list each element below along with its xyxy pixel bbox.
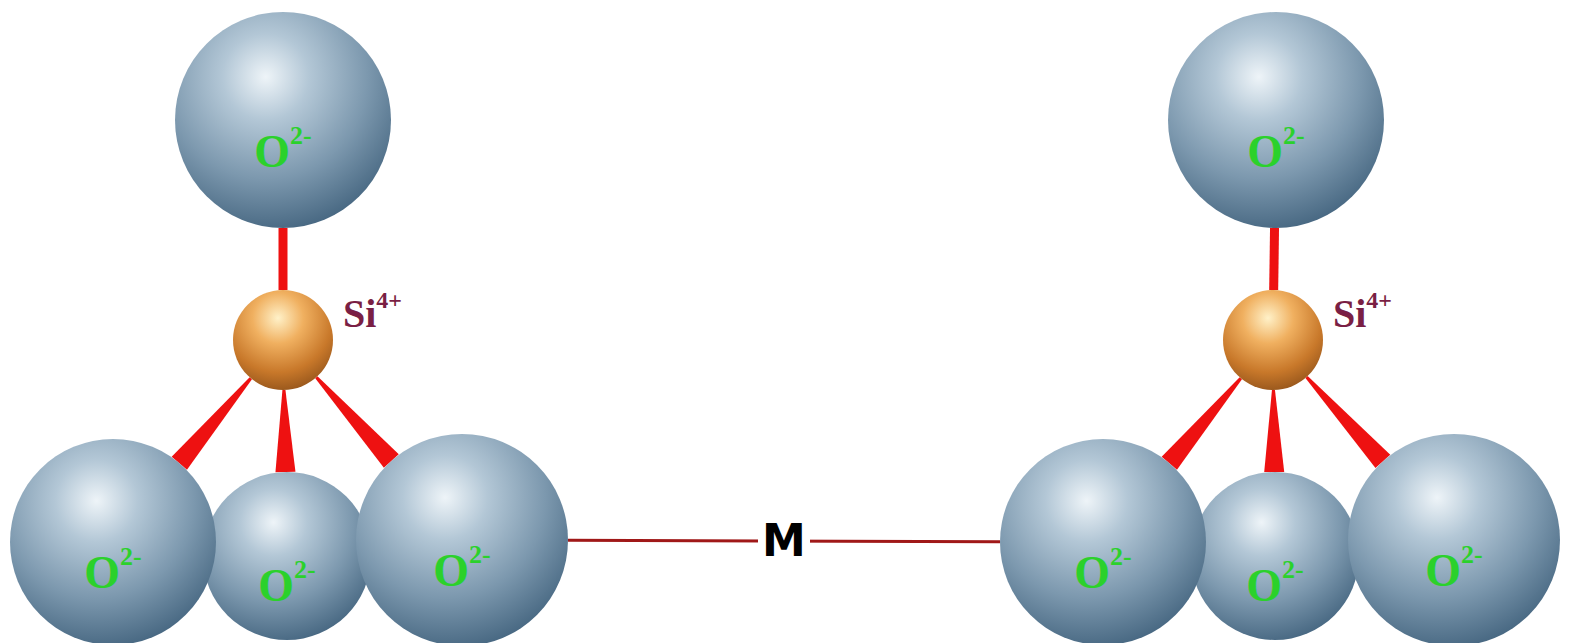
- oxygen-sphere: O2-: [1000, 439, 1206, 643]
- oxygen-sphere: O2-: [1168, 12, 1384, 228]
- element-symbol: O: [1425, 548, 1461, 594]
- ion-label: O2-: [1246, 563, 1303, 609]
- ion-label: O2-: [84, 550, 141, 596]
- silicon-sphere: Si4+: [233, 290, 333, 390]
- element-symbol: O: [433, 548, 469, 594]
- element-symbol: O: [258, 563, 294, 609]
- silicon-sphere: Si4+: [1223, 290, 1323, 390]
- bond-wedge: [1162, 377, 1242, 469]
- element-symbol: Si: [1333, 294, 1366, 334]
- bond-line: [279, 228, 288, 290]
- element-symbol: O: [1246, 563, 1282, 609]
- oxygen-sphere: O2-: [1348, 434, 1560, 643]
- ion-label: O2-: [254, 129, 311, 175]
- ion-charge: 2-: [294, 557, 316, 583]
- element-symbol: O: [254, 129, 290, 175]
- bond-line: [1269, 228, 1279, 290]
- ion-charge: 2-: [1283, 123, 1305, 149]
- bond-wedge: [1305, 376, 1390, 468]
- oxygen-sphere: O2-: [1191, 472, 1359, 640]
- oxygen-sphere: O2-: [175, 12, 391, 228]
- bond-wedge: [1264, 390, 1284, 472]
- element-symbol: O: [84, 550, 120, 596]
- ion-label: Si4+: [1333, 294, 1392, 334]
- element-symbol: O: [1074, 550, 1110, 596]
- ion-charge: 2-: [290, 123, 312, 149]
- ion-charge: 4+: [1366, 288, 1392, 312]
- ion-label: O2-: [433, 548, 490, 594]
- oxygen-sphere: O2-: [10, 439, 216, 643]
- ion-charge: 2-: [469, 542, 491, 568]
- element-symbol: O: [1247, 129, 1283, 175]
- oxygen-sphere: O2-: [356, 434, 568, 643]
- ion-label: O2-: [1425, 548, 1482, 594]
- ion-charge: 2-: [1282, 557, 1304, 583]
- bond-wedge: [172, 377, 252, 469]
- ion-charge: 2-: [1110, 544, 1132, 570]
- ion-charge: 4+: [376, 288, 402, 312]
- ion-charge: 2-: [1461, 542, 1483, 568]
- ion-label: Si4+: [343, 294, 402, 334]
- oxygen-sphere: O2-: [203, 472, 371, 640]
- cation-label: M: [758, 519, 810, 563]
- element-symbol: Si: [343, 294, 376, 334]
- bond-wedge: [275, 390, 295, 472]
- ion-label: O2-: [1247, 129, 1304, 175]
- ion-label: O2-: [1074, 550, 1131, 596]
- ion-charge: 2-: [120, 544, 142, 570]
- ion-label: O2-: [258, 563, 315, 609]
- bond-wedge: [315, 376, 399, 467]
